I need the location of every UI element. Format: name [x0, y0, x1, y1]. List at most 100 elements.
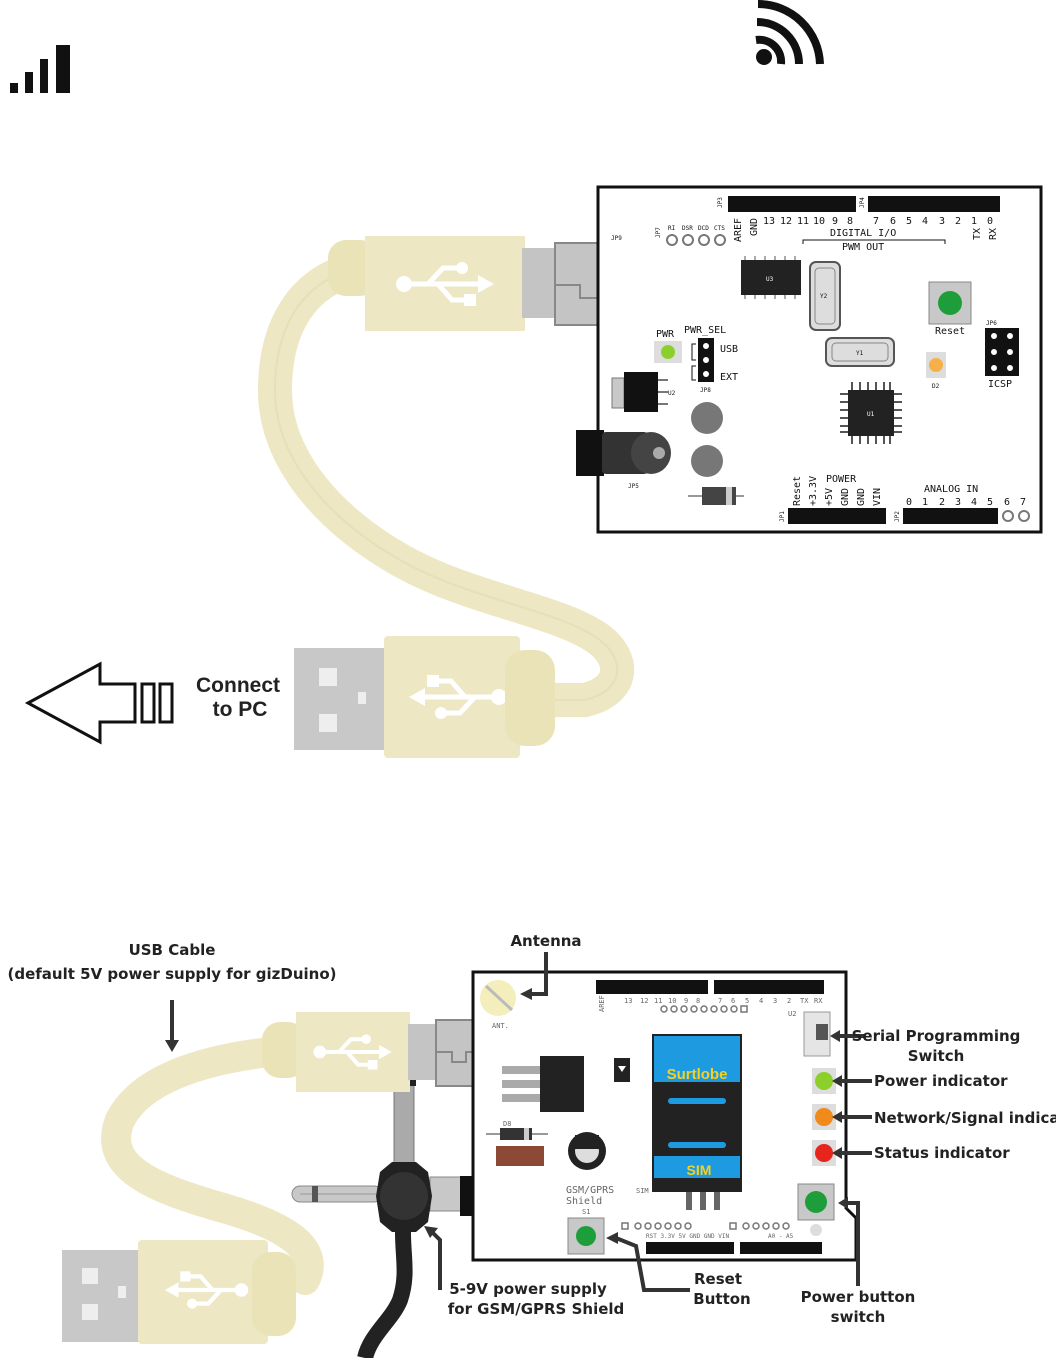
network-indicator-led	[815, 1108, 833, 1126]
digital-2: 2	[955, 216, 961, 227]
shield-d2: 2	[787, 997, 791, 1005]
usb-a-plug-bottom	[62, 1240, 296, 1344]
power-label: POWER	[826, 474, 857, 485]
ext-sel-label: EXT	[720, 372, 738, 383]
analog-7: 7	[1020, 497, 1026, 508]
power-indicator-callout: Power indicator	[874, 1072, 1008, 1090]
status-indicator-callout: Status indicator	[874, 1144, 1010, 1162]
analog-1: 1	[922, 497, 928, 508]
reset-button-green[interactable]	[938, 291, 962, 315]
usb-sel-label: USB	[720, 344, 738, 355]
serial-switch-callout-line1: Serial Programming	[852, 1027, 1021, 1045]
jp6-label: JP6	[986, 320, 997, 327]
power-button-callout-line2: switch	[831, 1308, 886, 1326]
ant-label: ANT.	[492, 1022, 509, 1030]
jp2-label: JP2	[894, 511, 901, 522]
jp4-label: JP4	[859, 197, 866, 208]
digital-3: 3	[939, 216, 945, 227]
pwm-out-label: PWM OUT	[842, 242, 884, 253]
digital-4: 4	[922, 216, 928, 227]
digital-5: 5	[906, 216, 912, 227]
gizduino-board: JP3 JP4 AREF GND 13 12 11 10 9 8 7 6 5 4…	[576, 185, 1043, 534]
sim-card-brand: Surtlobe	[667, 1066, 728, 1083]
signal-bars-icon	[10, 45, 70, 93]
usb-cable-callout-line1: USB Cable	[129, 941, 216, 959]
power-pin-gnd2: GND	[856, 488, 867, 506]
reset-button-callout-line2: Button	[693, 1290, 750, 1308]
digital-io-label: DIGITAL I/O	[830, 228, 896, 239]
d8-label: D8	[503, 1120, 511, 1128]
analog-5: 5	[987, 497, 993, 508]
shield-d11: 11	[654, 997, 662, 1005]
power-pin-5v: +5V	[824, 488, 835, 506]
shield-d6: 6	[731, 997, 735, 1005]
shield-d13: 13	[624, 997, 632, 1005]
ri-label: RI	[668, 225, 676, 232]
sim-silk-label: SIM	[636, 1187, 649, 1195]
power-pin-3v3: +3.3V	[808, 476, 819, 506]
shield-analog-row: A0 - A5	[768, 1233, 794, 1240]
power-pin-gnd1: GND	[840, 488, 851, 506]
shield-reset-button[interactable]	[576, 1226, 596, 1246]
usb-cable-top	[257, 251, 635, 717]
shield-tx: TX	[800, 997, 809, 1005]
pwr-led	[661, 345, 675, 359]
sim-card-label: SIM	[687, 1162, 712, 1178]
shield-d7: 7	[718, 997, 722, 1005]
digital-9: 9	[832, 216, 838, 227]
digital-13: 13	[763, 216, 775, 227]
d2-label: D2	[932, 383, 940, 390]
shield-d9: 9	[684, 997, 688, 1005]
shield-d5: 5	[745, 997, 749, 1005]
aref-label: AREF	[733, 218, 744, 242]
digital-11: 11	[797, 216, 809, 227]
callout-arrowheads	[165, 988, 848, 1244]
reset-label: Reset	[935, 326, 965, 337]
analog-2: 2	[939, 497, 945, 508]
network-indicator-callout: Network/Signal indicator	[874, 1109, 1056, 1127]
y1-label: Y1	[856, 350, 864, 357]
jp8-label: JP8	[700, 387, 711, 394]
usb-cable-callout-line2: (default 5V power supply for gizDuino)	[8, 965, 337, 983]
power-pin-reset: Reset	[792, 476, 803, 506]
connect-label-line1: Connect	[196, 674, 280, 697]
gnd-label: GND	[749, 218, 760, 236]
jp3-label: JP3	[717, 197, 724, 208]
jp9-label: JP9	[611, 235, 622, 242]
y2-label: Y2	[820, 293, 828, 300]
shield-rx: RX	[814, 997, 823, 1005]
digital-6: 6	[890, 216, 896, 227]
usb-cable-bottom	[101, 1037, 324, 1295]
shield-d3: 3	[773, 997, 777, 1005]
icsp-label: ICSP	[988, 379, 1012, 390]
usb-a-plug-top	[294, 636, 555, 758]
power-pin-vin: VIN	[872, 488, 883, 506]
power-button-switch[interactable]	[805, 1191, 827, 1213]
power-button-callout-line1: Power button	[801, 1288, 916, 1306]
power-supply-callout-line2: for GSM/GPRS Shield	[448, 1300, 625, 1318]
rx-label: RX	[988, 228, 999, 240]
pwr-sel-label: PWR_SEL	[684, 325, 726, 336]
shield-name-line2: Shield	[566, 1196, 602, 1207]
left-arrow-icon	[24, 661, 174, 745]
serial-programming-switch[interactable]	[816, 1024, 828, 1040]
digital-7: 7	[873, 216, 879, 227]
callout-leaders	[170, 952, 872, 1292]
tx-label: TX	[972, 228, 983, 240]
dsr-label: DSR	[682, 225, 693, 232]
cts-label: CTS	[714, 225, 725, 232]
reset-button-callout-line1: Reset	[694, 1270, 742, 1288]
power-indicator-led	[815, 1072, 833, 1090]
dcd-label: DCD	[698, 225, 709, 232]
digital-0: 0	[987, 216, 993, 227]
status-indicator-led	[815, 1144, 833, 1162]
analog-3: 3	[955, 497, 961, 508]
power-supply-callout-line1: 5-9V power supply	[449, 1280, 607, 1298]
jp1-label: JP1	[779, 511, 786, 522]
digital-1: 1	[971, 216, 977, 227]
shield-d4: 4	[759, 997, 763, 1005]
s1-label: S1	[582, 1208, 590, 1216]
u1-label: U1	[867, 411, 875, 418]
antenna-callout: Antenna	[510, 932, 581, 950]
